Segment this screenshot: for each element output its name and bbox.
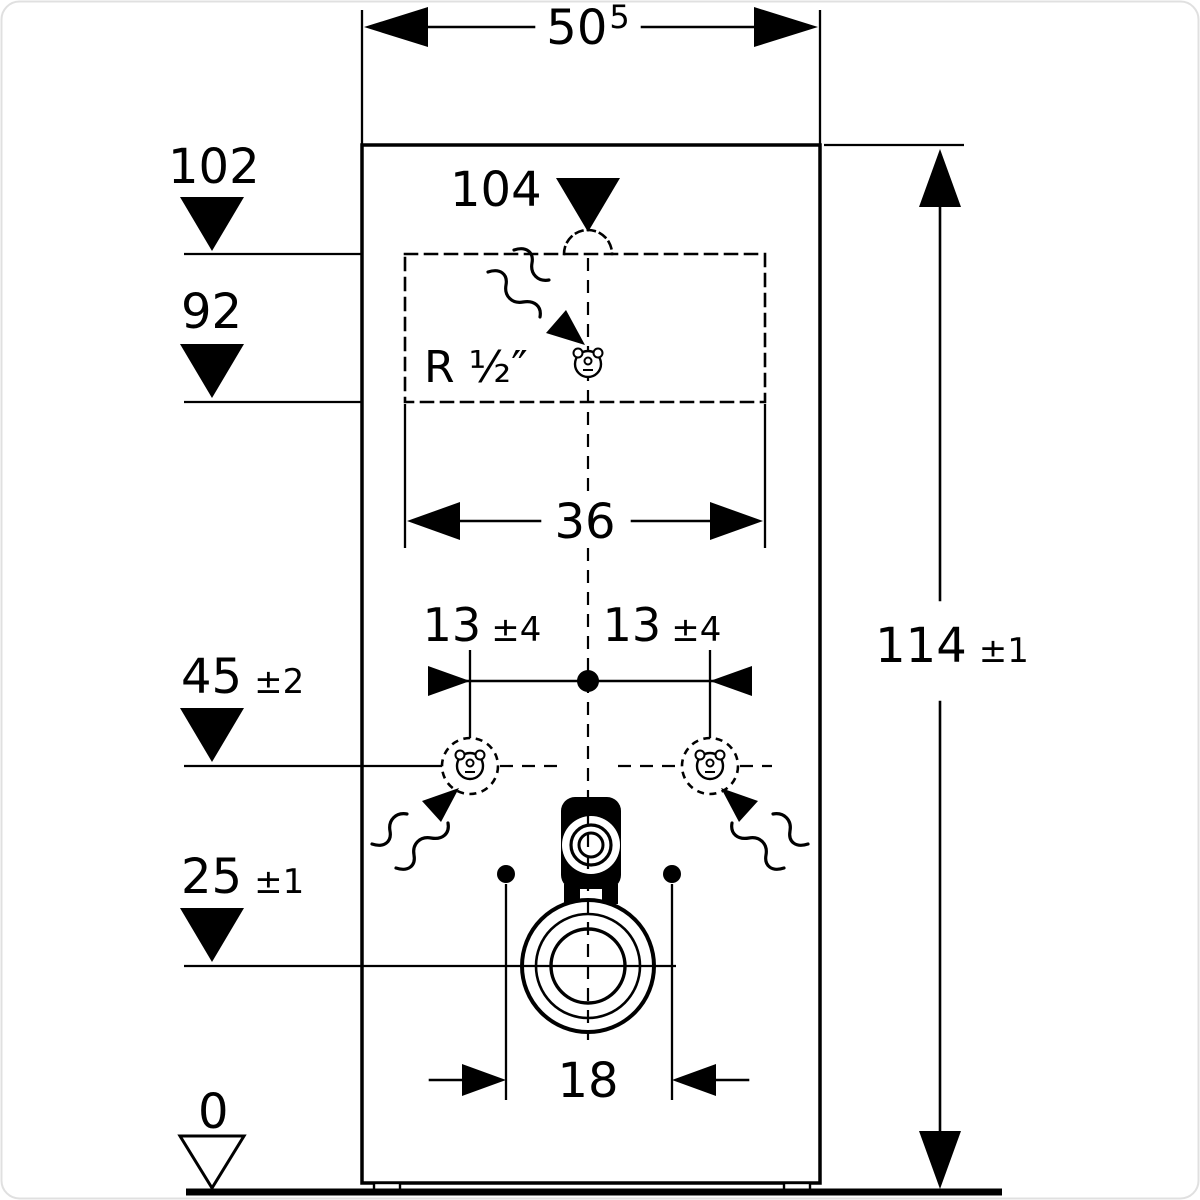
flow-arrow-icon <box>546 310 585 345</box>
level-arrow-icon <box>556 178 620 232</box>
level-marker-0: 0 <box>177 1084 247 1191</box>
dimension-label: 36 <box>554 494 615 550</box>
dimension-label-right: 13±4 <box>603 598 722 652</box>
supply-connection-left <box>370 736 500 871</box>
arrow-right-icon <box>710 502 763 540</box>
water-flow-squiggle-icon <box>486 269 542 319</box>
bracket-leg-right <box>602 884 618 904</box>
inlet-zone-box <box>403 252 767 404</box>
dimension-label: 18 <box>557 1053 618 1109</box>
arrow-down-icon <box>919 1131 961 1189</box>
water-flow-squiggle-icon <box>730 821 786 871</box>
level-arrow-icon <box>180 908 244 962</box>
level-arrow-icon <box>180 197 244 251</box>
dimension-fixing-offsets: 13±4 13±4 <box>423 598 752 738</box>
bracket-leg-left <box>564 884 580 904</box>
arrow-left-icon <box>407 502 460 540</box>
flush-pipe-ring <box>569 823 613 867</box>
flow-arrow-icon <box>721 788 758 822</box>
arrow-right-icon <box>462 1064 506 1096</box>
water-flow-squiggle-icon <box>512 247 551 282</box>
level-arrow-icon <box>180 344 244 398</box>
water-flow-squiggle-icon <box>771 812 810 847</box>
arrow-left-icon <box>672 1064 716 1096</box>
dimension-label: 114±1 <box>875 618 1029 674</box>
floor-level-icon <box>177 1134 247 1191</box>
water-connection-icon <box>572 347 604 379</box>
dimension-inlet-zone-width: 36 <box>403 404 767 550</box>
level-label: 92 <box>181 284 242 340</box>
level-marker-25: 25±1 <box>180 849 304 962</box>
level-arrow-icon <box>180 708 244 762</box>
level-label: 0 <box>198 1084 229 1140</box>
arrow-up-icon <box>919 149 961 207</box>
module-panel <box>360 143 822 1193</box>
dimension-outlet-spacing: 18 <box>428 1053 750 1109</box>
supply-connection-right <box>680 736 810 871</box>
dimension-top-width: 505 <box>360 0 822 145</box>
dimension-total-height: 114±1 <box>824 143 1029 1189</box>
arrow-left-icon <box>710 666 752 696</box>
water-connection-icon <box>694 749 726 781</box>
flush-pipe-ring-inner <box>577 831 605 859</box>
dimension-label-left: 13±4 <box>423 598 542 652</box>
water-flow-squiggle-icon <box>394 821 450 871</box>
fixing-bolt-left <box>497 865 515 883</box>
flush-bend-bracket <box>561 797 621 904</box>
level-label: 102 <box>168 139 260 195</box>
fixing-bolt-right <box>663 865 681 883</box>
level-marker-102: 102 <box>168 139 362 256</box>
level-marker-92: 92 <box>180 284 362 404</box>
dimension-label: 505 <box>546 0 629 56</box>
water-flow-squiggle-icon <box>370 812 409 847</box>
flow-arrow-icon <box>422 788 459 822</box>
water-inlet-zone: 104 <box>403 162 767 404</box>
arrow-right-icon <box>754 7 818 47</box>
water-connection-icon <box>454 749 486 781</box>
level-label: 45±2 <box>181 649 304 705</box>
level-label: 25±1 <box>181 849 304 905</box>
level-marker-45: 45±2 <box>180 649 443 768</box>
thread-size-label: R ½″ <box>424 342 528 393</box>
level-label-104: 104 <box>450 162 542 218</box>
panel-outline <box>360 143 822 1185</box>
arrow-right-icon <box>428 666 470 696</box>
arrow-left-icon <box>364 7 428 47</box>
